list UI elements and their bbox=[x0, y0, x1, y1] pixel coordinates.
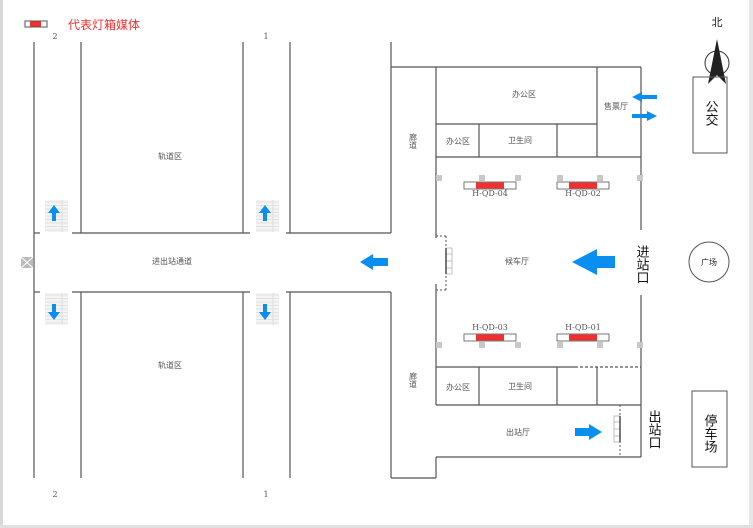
pillar bbox=[479, 175, 485, 181]
track-area-bottom-label: 轨道区 bbox=[158, 360, 182, 370]
lightbox-h-qd-01[interactable]: H-QD-01 bbox=[556, 323, 610, 342]
pillar bbox=[515, 175, 521, 181]
arrow-right-icon bbox=[575, 424, 602, 440]
lightbox-id: H-QD-03 bbox=[472, 323, 508, 332]
bus-box bbox=[692, 76, 728, 154]
page-edge-bottom bbox=[0, 525, 753, 528]
pillars bbox=[436, 175, 643, 348]
lightbox-media bbox=[476, 334, 504, 341]
office-main-label: 办公区 bbox=[512, 89, 536, 99]
stairs-up bbox=[45, 200, 68, 232]
lightbox-id: H-QD-01 bbox=[565, 323, 601, 332]
office-small-top-label: 办公区 bbox=[446, 136, 470, 146]
ticket-entry-arrow-icon bbox=[632, 92, 657, 102]
ticket-exit-arrow-icon bbox=[632, 111, 657, 121]
compass-icon bbox=[704, 39, 730, 84]
track-number-2-top: 2 bbox=[52, 32, 57, 41]
arrow-left-icon bbox=[360, 254, 388, 270]
pillar bbox=[557, 342, 563, 348]
stairs-down bbox=[256, 293, 279, 325]
legend-lightbox-fill bbox=[30, 21, 41, 27]
lightbox-h-qd-03[interactable]: H-QD-03 bbox=[463, 323, 517, 342]
pillar bbox=[479, 342, 485, 348]
lightbox-media bbox=[569, 334, 597, 341]
platform-walls bbox=[33, 42, 391, 478]
legend: 代表灯箱媒体 bbox=[24, 17, 140, 32]
page-edge-left bbox=[0, 0, 3, 528]
pillar bbox=[637, 342, 643, 348]
lightbox-id: H-QD-02 bbox=[565, 189, 601, 198]
office-small-bottom-label: 办公区 bbox=[446, 382, 470, 392]
parking-box bbox=[691, 390, 728, 468]
arrow-up-icon bbox=[259, 205, 271, 221]
arrow-up-icon bbox=[48, 205, 60, 221]
pillar bbox=[557, 175, 563, 181]
pillar bbox=[637, 175, 643, 181]
restroom-bottom-label: 卫生间 bbox=[508, 381, 532, 391]
station-building-walls bbox=[390, 42, 642, 479]
corridor-top-label: 廊道 bbox=[409, 132, 418, 150]
plaza-label: 广场 bbox=[701, 257, 717, 267]
lightbox-h-qd-04[interactable]: H-QD-04 bbox=[463, 181, 517, 198]
ticket-hall-label: 售票厅 bbox=[604, 101, 628, 111]
track-number-1-bottom: 1 bbox=[263, 490, 268, 499]
exit-gate[interactable] bbox=[613, 405, 621, 457]
waiting-hall-label: 候车厅 bbox=[505, 256, 529, 266]
pillar bbox=[436, 175, 442, 181]
exit-hall-label: 出站厅 bbox=[506, 427, 530, 437]
exit-label: 出站口 bbox=[646, 410, 662, 449]
north-label: 北 bbox=[712, 16, 723, 29]
plaza-circle bbox=[688, 241, 730, 283]
pillar bbox=[597, 342, 603, 348]
page-edge-right bbox=[749, 0, 753, 528]
bus-label: 公交 bbox=[703, 100, 719, 126]
stairs-up bbox=[256, 200, 279, 232]
passage-label: 进出站通道 bbox=[152, 256, 192, 266]
lightbox-id: H-QD-04 bbox=[472, 189, 508, 198]
arrow-down-icon bbox=[48, 304, 60, 320]
parking-label: 停车场 bbox=[702, 413, 718, 453]
lightbox-h-qd-02[interactable]: H-QD-02 bbox=[556, 181, 610, 198]
track-number-2-bottom: 2 bbox=[52, 490, 57, 499]
corridor-bottom-label: 廊道 bbox=[409, 371, 418, 389]
closed-gate-icon bbox=[20, 256, 34, 269]
arrow-left-large-icon bbox=[572, 249, 615, 275]
arrow-down-icon bbox=[259, 304, 271, 320]
waiting-hall-gate[interactable] bbox=[436, 235, 453, 291]
lightbox-media bbox=[476, 182, 504, 189]
entry-label: 进站口 bbox=[634, 245, 650, 284]
pillar bbox=[436, 342, 442, 348]
track-number-1-top: 1 bbox=[263, 32, 268, 41]
restroom-top-label: 卫生间 bbox=[508, 135, 532, 145]
legend-label: 代表灯箱媒体 bbox=[68, 17, 140, 32]
stairs-down bbox=[45, 293, 68, 325]
pillar bbox=[597, 175, 603, 181]
pillar bbox=[515, 342, 521, 348]
lightbox-media bbox=[569, 182, 597, 189]
track-area-top-label: 轨道区 bbox=[158, 151, 182, 161]
